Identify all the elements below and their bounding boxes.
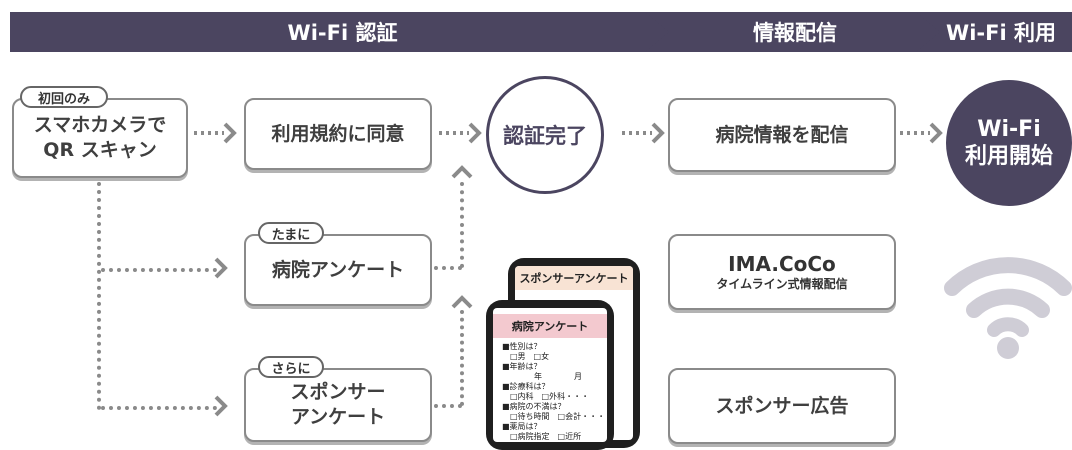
survey-question-list: ■性別は？ □男 □女■年齢は？ 年 月■診療科は？ □内科 □外科・・・■病院…: [493, 338, 607, 442]
chevron-right-icon: [214, 257, 228, 279]
node-deliver-info-label: 病院情報を配信: [715, 123, 849, 146]
imacoco-subtitle: タイムライン式情報配信: [716, 277, 848, 292]
node-hospital-survey-label: 病院アンケート: [271, 258, 405, 281]
chevron-right-icon: [194, 122, 237, 144]
connector-up-from-sponsor: [460, 310, 464, 406]
phone-screen-front: 病院アンケート ■性別は？ □男 □女■年齢は？ 年 月■診療科は？ □内科 □…: [493, 308, 607, 442]
node-auth-complete: 認証完了: [486, 76, 604, 194]
node-sponsor-ad-label: スポンサー広告: [715, 394, 849, 417]
node-sponsor-survey-label: スポンサー アンケート: [290, 381, 386, 428]
phone-title-front: 病院アンケート: [493, 314, 607, 338]
survey-question-line: □待ち時間 □会計・・・: [502, 412, 606, 421]
phone-title-back: スポンサーアンケート: [515, 266, 633, 290]
node-imacoco: IMA.CoCo タイムライン式情報配信: [668, 234, 896, 310]
chevron-right-icon: [439, 122, 482, 144]
tag-sometimes: たまに: [258, 222, 324, 244]
connector-sponsor-right: [434, 404, 462, 408]
node-agree-terms-label: 利用規約に同意: [271, 122, 405, 145]
connector-hospital-right: [434, 266, 462, 270]
survey-question-line: □内科 □外科・・・: [502, 392, 590, 401]
node-scan-qr: スマホカメラで QR スキャン: [12, 98, 188, 178]
chevron-right-icon: [900, 122, 943, 144]
node-sponsor-survey: スポンサー アンケート: [244, 368, 432, 442]
chevron-right-icon: [622, 122, 665, 144]
node-wifi-start: Wi-Fi 利用開始: [946, 80, 1072, 206]
survey-question-line: ■診療科は？: [502, 382, 550, 391]
imacoco-title: IMA.CoCo: [728, 252, 836, 277]
phone-hospital-survey: 病院アンケート ■性別は？ □男 □女■年齢は？ 年 月■診療科は？ □内科 □…: [486, 300, 614, 450]
header-step-wifi-auth: Wi-Fi 認証: [10, 12, 675, 52]
survey-question-line: □病院指定 □近所: [502, 432, 582, 441]
connector-vertical-left: [97, 182, 101, 410]
tag-first-only: 初回のみ: [20, 86, 108, 108]
node-sponsor-ad: スポンサー広告: [668, 368, 896, 444]
survey-question-line: 年 月: [502, 372, 582, 381]
node-agree-terms: 利用規約に同意: [244, 98, 432, 170]
survey-question-line: ■年齢は？: [502, 362, 542, 371]
survey-question-line: ■病院の不満は？: [502, 402, 566, 411]
connector-to-sponsor-survey: [101, 406, 217, 410]
survey-question-line: ■薬局は？: [502, 422, 542, 431]
header-step-info-delivery: 情報配信: [645, 12, 945, 52]
connector-to-hospital-survey: [101, 268, 217, 272]
node-deliver-info: 病院情報を配信: [668, 98, 896, 172]
node-hospital-survey: 病院アンケート: [244, 234, 432, 306]
connector-up-from-hospital: [460, 182, 464, 268]
tag-further: さらに: [258, 356, 324, 378]
flow-diagram: Wi-Fi 認証 情報配信 Wi-Fi 利用 スマホカメラで QR スキャン 初…: [0, 12, 1072, 450]
wifi-icon: [944, 257, 1072, 359]
survey-question-line: ■性別は？: [502, 342, 542, 351]
chevron-right-icon: [214, 395, 228, 417]
chevron-up-icon: [451, 165, 473, 179]
header-step-wifi-use: Wi-Fi 利用: [916, 12, 1072, 52]
node-wifi-start-label: Wi-Fi 利用開始: [964, 116, 1053, 170]
survey-question-line: □男 □女: [502, 352, 550, 361]
node-scan-qr-label: スマホカメラで QR スキャン: [33, 114, 167, 161]
chevron-up-icon: [451, 295, 473, 309]
